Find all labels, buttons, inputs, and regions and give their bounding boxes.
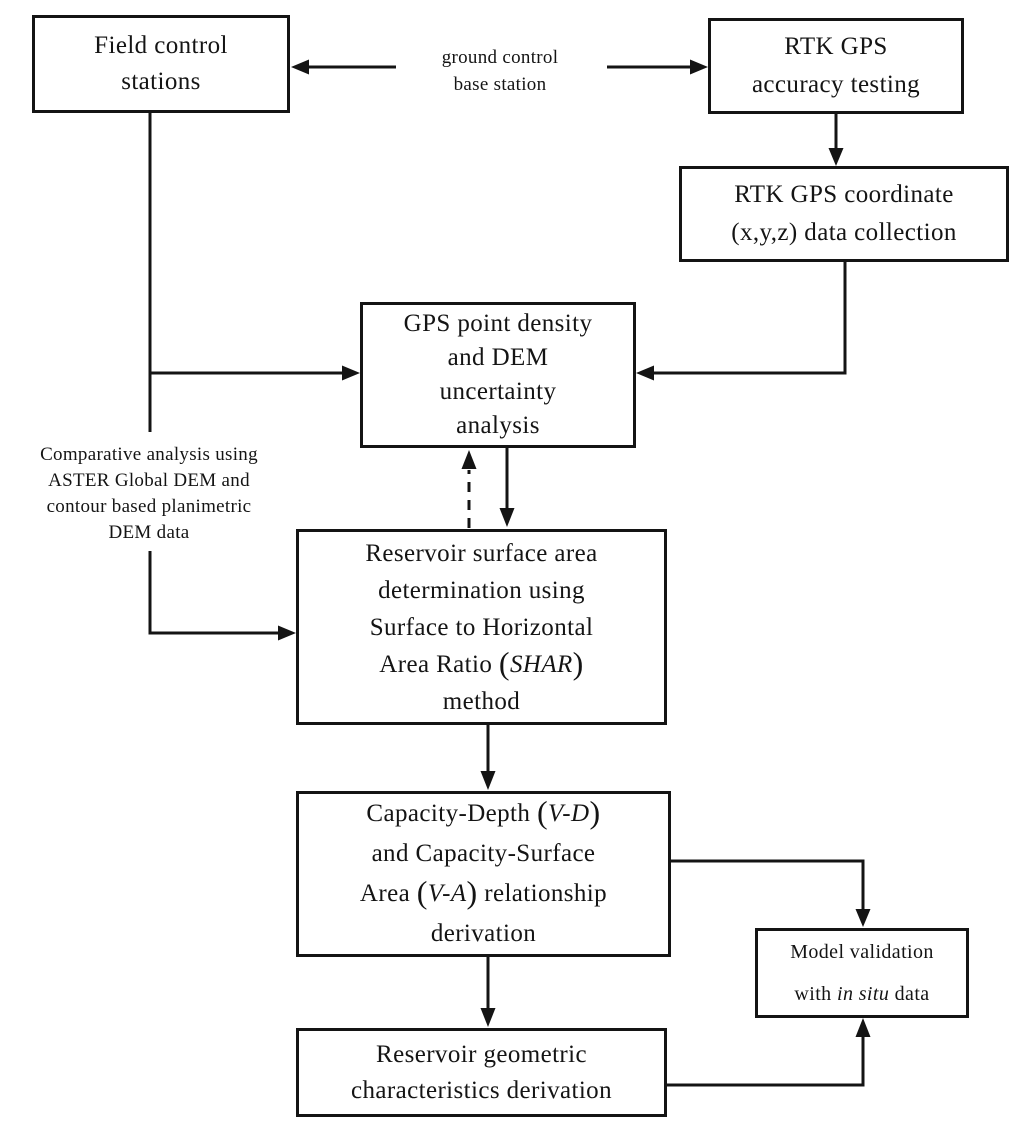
label-text-line: contour based planimetric	[46, 496, 252, 517]
arrow-accuracy-to-coordinate	[828, 114, 844, 166]
va-abbrev: V-A	[427, 880, 467, 907]
node-text-line: Field control	[94, 32, 228, 59]
node-gps-point-density-uncertainty: GPS point density and DEM uncertainty an…	[360, 302, 636, 448]
arrow-ground-to-rtk-accuracy	[607, 59, 708, 75]
node-text-line: with in situ data	[794, 983, 930, 1005]
node-capacity-relationship-derivation: Capacity-Depth (V-D) and Capacity-Surfac…	[296, 791, 671, 957]
label-ground-control-base-station: ground control base station	[398, 44, 602, 98]
node-field-control-stations: Field control stations	[32, 15, 290, 113]
shar-abbrev: SHAR	[509, 650, 573, 678]
node-rtk-gps-coordinate-collection: RTK GPS coordinate (x,y,z) data collecti…	[679, 166, 1009, 262]
big-paren: (	[498, 644, 510, 681]
arrow-ground-to-field-control	[291, 59, 396, 75]
vd-abbrev: V-D	[548, 800, 590, 827]
node-model-validation: Model validation with in situ data	[755, 928, 969, 1018]
node-text-line: accuracy testing	[751, 71, 921, 98]
label-comparative-analysis: Comparative analysis using ASTER Global …	[6, 442, 292, 546]
node-text-line: and DEM	[447, 344, 549, 371]
big-paren: )	[572, 644, 584, 681]
arrow-trunk-to-reservoir-surface	[148, 551, 296, 641]
arrow-reservoir-geometric-to-model-validation	[666, 1018, 871, 1087]
node-text-line: Area Ratio (SHAR)	[379, 644, 584, 681]
node-text-line: Capacity-Depth (V-D)	[366, 793, 601, 830]
node-text-line: stations	[121, 68, 201, 95]
node-text-line: GPS point density	[403, 310, 593, 337]
node-text-line: (x,y,z) data collection	[731, 219, 957, 246]
node-rtk-gps-accuracy-testing: RTK GPS accuracy testing	[708, 18, 964, 114]
label-text-line: base station	[453, 74, 547, 95]
arrow-gps-density-to-reservoir-surface	[499, 448, 515, 527]
node-text-line: RTK GPS coordinate	[734, 181, 954, 208]
node-reservoir-surface-area-shar: Reservoir surface area determination usi…	[296, 529, 667, 725]
arrow-trunk-to-gps-density	[150, 365, 360, 381]
node-text-line: Area (V-A) relationship	[359, 873, 608, 910]
node-text-line: determination using	[378, 576, 585, 604]
node-text-line: method	[442, 687, 521, 715]
arrow-reservoir-surface-to-capacity	[480, 724, 496, 790]
arrow-capacity-to-reservoir-geometric	[480, 957, 496, 1027]
arrow-capacity-to-model-validation	[670, 859, 871, 927]
node-reservoir-geometric-characteristics: Reservoir geometric characteristics deri…	[296, 1028, 667, 1117]
node-text-line: Model validation	[790, 941, 934, 963]
node-text-line: characteristics derivation	[351, 1076, 612, 1104]
node-text-line: Surface to Horizontal	[369, 613, 594, 641]
label-text-line: ASTER Global DEM and	[48, 470, 250, 491]
big-paren: )	[466, 873, 478, 910]
label-text-line: ground control	[441, 47, 559, 68]
node-text-line: uncertainty	[439, 378, 557, 405]
node-text-line: RTK GPS	[784, 33, 888, 60]
node-text-line: and Capacity-Surface	[371, 840, 596, 867]
node-text-line: derivation	[430, 920, 537, 947]
label-text-line: Comparative analysis using	[40, 444, 258, 465]
big-paren: (	[536, 793, 549, 830]
arrow-coordinate-to-gps-density	[636, 261, 847, 381]
label-text-line: DEM data	[108, 522, 190, 543]
node-text-line: analysis	[456, 412, 540, 439]
node-text-line: Reservoir surface area	[365, 539, 598, 567]
in-situ-phrase: in situ	[836, 983, 890, 1005]
arrow-dashed-feedback-up	[461, 450, 477, 528]
big-paren: )	[589, 793, 601, 830]
node-text-line: Reservoir geometric	[376, 1040, 587, 1068]
big-paren: (	[416, 873, 428, 910]
